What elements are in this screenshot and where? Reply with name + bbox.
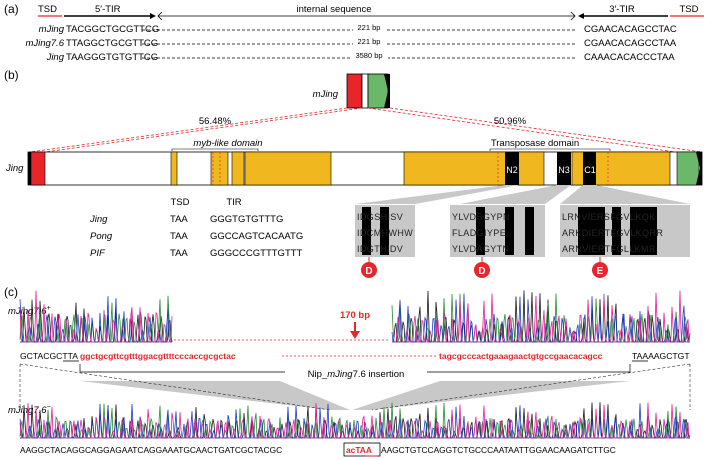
aln2-row: FLADGIYPE bbox=[452, 228, 506, 238]
aln2-row: YLVDAGYTN bbox=[452, 244, 509, 254]
catalytic-d1: D bbox=[361, 257, 377, 278]
aln3-row: ARNVIERTFGLLKMR bbox=[562, 244, 656, 254]
table-tsd: TAA bbox=[170, 248, 188, 259]
row-size: 221 bp bbox=[358, 37, 381, 46]
table-name: Pong bbox=[90, 231, 113, 242]
tir5-label: 5′-TIR bbox=[95, 4, 121, 15]
panel-c-label: (c) bbox=[4, 285, 18, 299]
seq-bot-a: AAGGCTACAGGCAGGAGAATCAGGAAATGCAACTGATCGC… bbox=[20, 445, 282, 455]
pct-left: 56.48% bbox=[199, 116, 232, 127]
aln1-row: IDGSHISV bbox=[357, 212, 403, 222]
trace-line bbox=[19, 403, 691, 439]
tpase-label: Transposase domain bbox=[491, 138, 579, 149]
row-right-seq: CGAACACAGCCTAC bbox=[584, 24, 677, 35]
row-name: mJing bbox=[39, 24, 65, 35]
arrow-label: 170 bp bbox=[340, 310, 370, 321]
table-name: PIF bbox=[90, 248, 106, 259]
panel-b-label: (b) bbox=[4, 68, 19, 82]
aln1-row: IDCMHWHW bbox=[357, 228, 413, 238]
seq-left-black: GCTACGCTTA bbox=[20, 351, 78, 361]
table-name: Jing bbox=[89, 214, 108, 225]
table-tir: GGCCAGTCACAATG bbox=[210, 231, 303, 242]
chromatogram-top bbox=[19, 290, 691, 343]
chromatogram-bottom bbox=[19, 402, 691, 439]
aln3-row: LRNVIERSFGVLKQK bbox=[562, 212, 656, 222]
tsd-right-label: TSD bbox=[680, 4, 699, 15]
svg-text:E: E bbox=[597, 266, 604, 277]
internal-label: internal sequence bbox=[297, 4, 372, 15]
catalytic-d2: D bbox=[474, 257, 490, 278]
row-name: Jing bbox=[46, 52, 65, 63]
trace-line bbox=[19, 402, 691, 439]
pct-right: 50.96% bbox=[494, 116, 527, 127]
myb-label: myb-like domain bbox=[193, 138, 262, 149]
motif-n2: N2 bbox=[506, 165, 518, 175]
row-right-seq: CGAACACAGCCTAA bbox=[584, 38, 677, 49]
mjing-element bbox=[346, 73, 390, 109]
svg-text:D: D bbox=[478, 266, 485, 277]
motif-n3: N3 bbox=[558, 165, 570, 175]
svg-text:D: D bbox=[365, 266, 372, 277]
table-tsd: TAA bbox=[170, 214, 188, 225]
motif-c1: C1 bbox=[584, 165, 596, 175]
table-tir-header: TIR bbox=[226, 197, 241, 208]
seq-bot-box: acTAA bbox=[346, 445, 372, 455]
row-size: 3580 bp bbox=[355, 51, 382, 60]
table-tir: GGGCCCGTTTGTTT bbox=[210, 248, 303, 259]
seq-right-red: tagcgcccactgaaagaactgtgccgaacacagcc bbox=[439, 351, 603, 361]
aln3-row: ARKDIERTFGVLKQRR bbox=[562, 228, 663, 238]
row-size: 221 bp bbox=[358, 23, 381, 32]
row-right-seq: CAAACACACCCTAA bbox=[584, 52, 675, 63]
row-left-seq: TAAGGGTGTGTTCG bbox=[66, 52, 158, 63]
alignment-block-1 bbox=[355, 205, 415, 257]
alignment-block-3 bbox=[560, 205, 690, 257]
tsd-left-label: TSD bbox=[38, 4, 57, 15]
row-left-seq: TACGGCTGCGTTCG bbox=[66, 24, 159, 35]
table-tsd: TAA bbox=[170, 231, 188, 242]
seq-bot-b: AAGCTGTCCAGGTCTGCCCAATAATTGGAACAAGATCTTG… bbox=[381, 445, 616, 455]
tir3-label: 3′-TIR bbox=[609, 4, 635, 15]
table-tsd-header: TSD bbox=[171, 197, 190, 208]
aln2-row: YLVDSGYPN bbox=[452, 212, 510, 222]
insertion-label: Nip_mJing7.6 insertion bbox=[308, 369, 405, 380]
table-tir: GGGTGTGTTTG bbox=[210, 214, 283, 225]
jing-element bbox=[27, 151, 703, 186]
mjing-label: mJing bbox=[313, 89, 339, 100]
seq-right-black: TAAAAGCTGT bbox=[632, 351, 690, 361]
row-name: mJing7.6 bbox=[25, 38, 64, 49]
row-left-seq: TTAGGCTGCGTTCG bbox=[66, 38, 158, 49]
trace-line bbox=[19, 290, 691, 343]
jing-label: Jing bbox=[5, 163, 24, 174]
catalytic-e: E bbox=[592, 257, 608, 278]
alignment-block-2 bbox=[450, 205, 545, 257]
trace-bot-label: mJing7.6− bbox=[8, 404, 51, 416]
aln1-row: IDGTHIDV bbox=[357, 244, 403, 254]
seq-left-red: ggctgcgttcgtttggacgttttcccaccgcgctac bbox=[80, 351, 236, 361]
panel-a-label: (a) bbox=[4, 2, 19, 16]
